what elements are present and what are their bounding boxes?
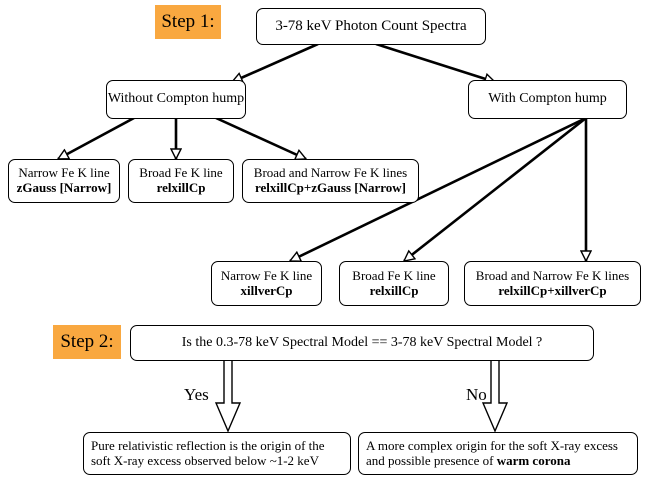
node-model: relxillCp [369,282,419,298]
yes-result-line2: soft X-ray excess observed below ~1-2 ke… [91,452,319,468]
arrow-root-to-with [375,42,495,82]
node-line1: Narrow Fe K line [220,267,313,283]
node-model: zGauss [Narrow] [16,180,112,195]
without-both-node: Broad and Narrow Fe K lines relxillCp+zG… [242,159,419,203]
root-node-text: 3-78 keV Photon Count Spectra [275,17,467,34]
question-node: Is the 0.3-78 keV Spectral Model == 3-78… [130,325,594,361]
yes-result-node: Pure relativistic reflection is the orig… [83,432,351,475]
question-text: Is the 0.3-78 keV Spectral Model == 3-78… [181,334,543,350]
with-compton-hump-node: With Compton hump [468,80,627,119]
with-both-node: Broad and Narrow Fe K lines relxillCp+xi… [464,261,641,306]
with-narrow-node: Narrow Fe K line xillverCp [211,261,322,306]
no-label: No [466,385,487,404]
node-line1: Narrow Fe K line [18,165,110,181]
yes-block-arrow [214,358,242,433]
arrow-without-to-both [215,116,306,161]
node-line1: Broad Fe K line [352,267,436,283]
step2-label: Step 2: [53,325,121,359]
no-result-line1: A more complex origin for the soft X-ray… [366,437,618,453]
with-compton-hump-text: With Compton hump [488,91,607,107]
without-compton-hump-node: Without Compton hump [106,80,246,119]
root-node: 3-78 keV Photon Count Spectra [256,8,486,45]
arrow-with-to-broad [404,116,587,263]
warm-corona-text: warm corona [496,452,571,468]
with-broad-node: Broad Fe K line relxillCp [339,261,449,306]
yes-result-line1: Pure relativistic reflection is the orig… [91,437,325,453]
node-line1: Broad Fe K line [139,165,223,181]
node-line1: Broad and Narrow Fe K lines [475,267,630,283]
node-model: relxillCp [156,180,206,195]
yes-label: Yes [184,385,209,404]
no-block-arrow [481,358,509,433]
arrow-without-to-narrow [58,116,135,161]
no-result-line2: and possible presence of warm corona [366,452,571,469]
node-model: relxillCp+zGauss [Narrow] [255,180,406,195]
arrow-with-to-narrow [290,116,587,263]
step1-label: Step 1: [155,5,221,39]
node-model: relxillCp+xillverCp [498,282,607,298]
no-result-line2-pre: and possible presence of [366,452,497,468]
node-model: xillverCp [240,282,293,298]
without-broad-node: Broad Fe K line relxillCp [128,159,234,203]
node-line1: Broad and Narrow Fe K lines [253,165,408,181]
without-compton-hump-text: Without Compton hump [107,91,245,107]
no-result-node: A more complex origin for the soft X-ray… [358,432,638,475]
arrow-root-to-without [232,42,319,82]
without-narrow-node: Narrow Fe K line zGauss [Narrow] [8,159,120,203]
